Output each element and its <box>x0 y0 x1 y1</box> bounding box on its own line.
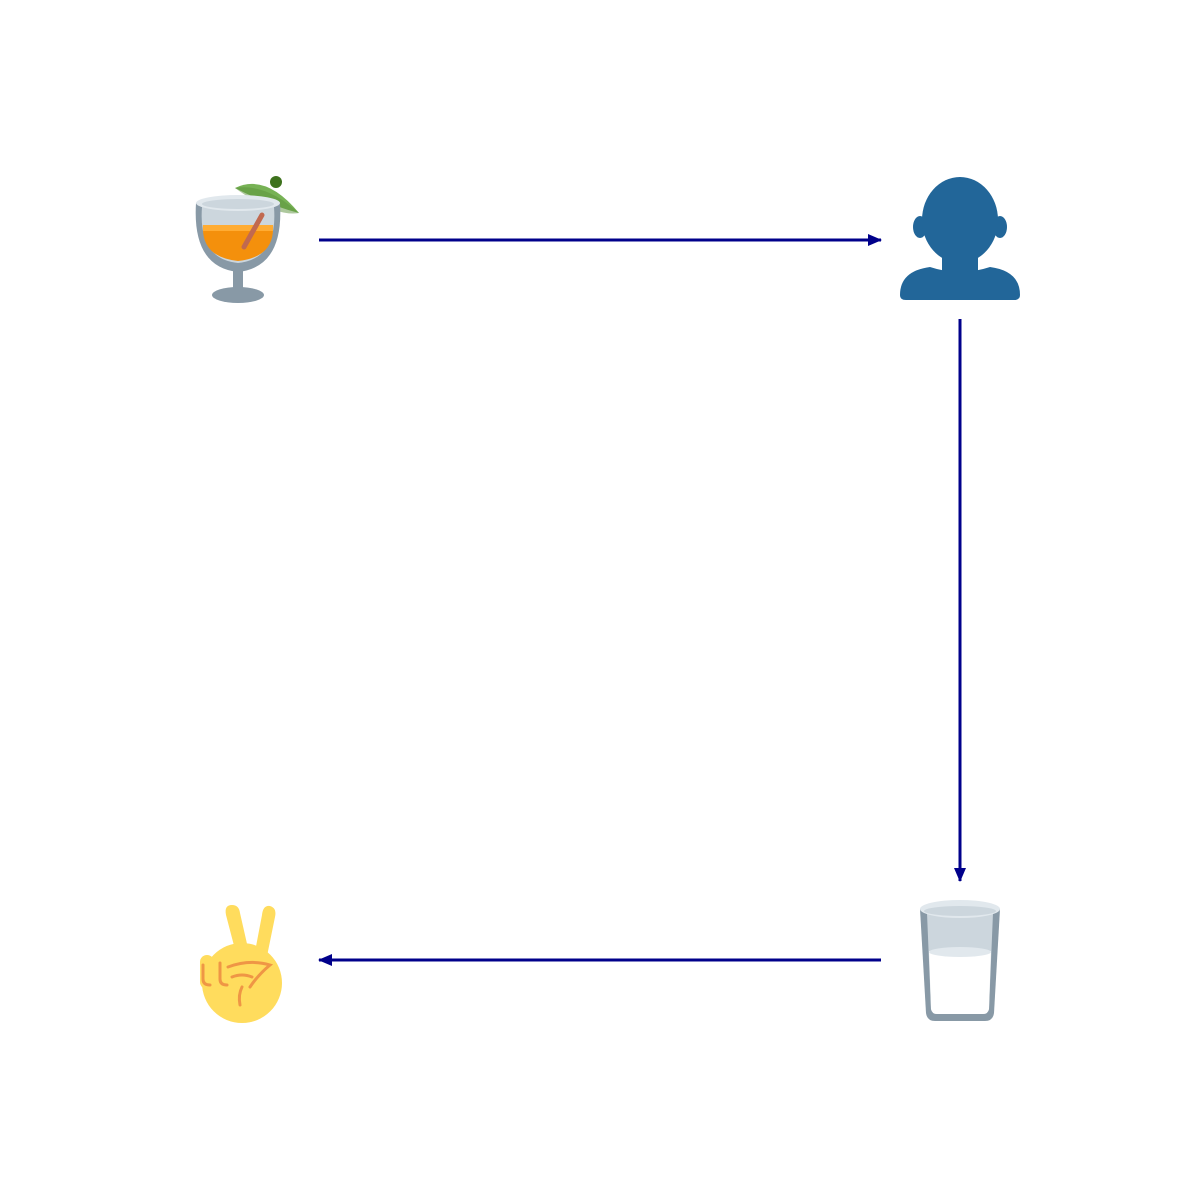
node-glass-of-milk <box>900 895 1020 1025</box>
node-victory-hand <box>180 895 300 1025</box>
glass-of-milk-icon <box>920 900 1000 1021</box>
person-silhouette-icon <box>900 177 1020 300</box>
victory-hand-icon <box>200 905 282 1023</box>
tropical-drink-icon <box>195 176 299 303</box>
node-person <box>900 175 1020 305</box>
node-tropical-drink <box>180 175 300 305</box>
